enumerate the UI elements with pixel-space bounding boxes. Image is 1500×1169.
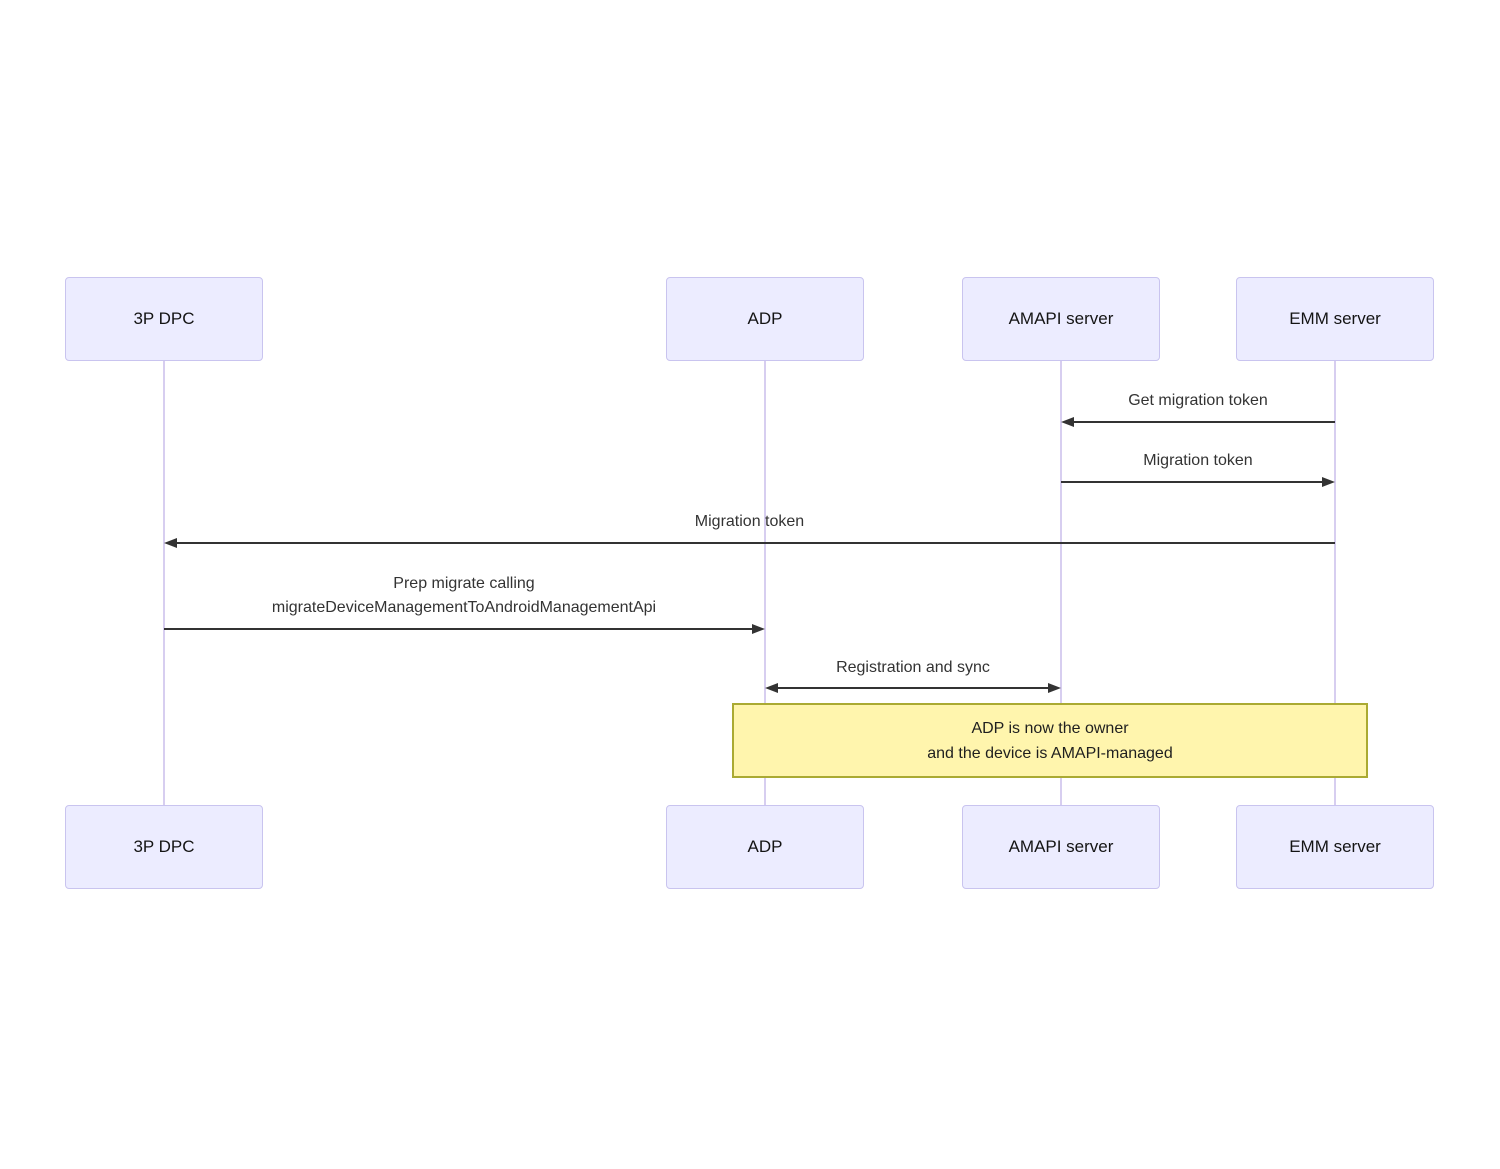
actor-box-amapi-server-top: AMAPI server [962, 277, 1160, 361]
lifeline-adp [764, 361, 766, 805]
arrowhead-left-icon [1061, 417, 1074, 427]
message-line [778, 687, 1048, 689]
message-line [177, 542, 1335, 544]
actor-label: ADP [747, 837, 783, 856]
message-line [1073, 421, 1335, 423]
actor-box-adp-bottom: ADP [666, 805, 864, 889]
message-label-line-1: Prep migrate calling [393, 575, 535, 592]
note-line-1: ADP is now the owner [971, 719, 1129, 737]
message-line [164, 628, 752, 630]
actor-label: 3P DPC [133, 837, 195, 856]
message-line [1061, 481, 1323, 483]
actor-label: EMM server [1289, 837, 1381, 856]
actor-box-adp-top: ADP [666, 277, 864, 361]
lifeline-3p-dpc [163, 361, 165, 805]
actor-label: AMAPI server [1008, 837, 1114, 856]
message-label: Registration and sync [836, 659, 990, 676]
actor-label: AMAPI server [1008, 309, 1114, 328]
actor-box-3p-dpc-top: 3P DPC [65, 277, 263, 361]
actor-box-emm-server-bottom: EMM server [1236, 805, 1434, 889]
arrowhead-right-icon [1322, 477, 1335, 487]
arrowhead-left-icon [765, 683, 778, 693]
note-line-2: and the device is AMAPI-managed [927, 744, 1173, 762]
message-label: Migration token [1143, 452, 1253, 469]
actor-label: 3P DPC [133, 309, 195, 328]
arrowhead-left-icon [164, 538, 177, 548]
message-label: Migration token [694, 513, 805, 530]
note-box: ADP is now the owner and the device is A… [732, 703, 1368, 778]
lifeline-emm-server [1334, 361, 1336, 805]
message-label: Prep migrate calling migrateDeviceManage… [64, 572, 864, 620]
actor-label: ADP [747, 309, 783, 328]
actor-label: EMM server [1289, 309, 1381, 328]
lifeline-amapi-server [1060, 361, 1062, 805]
actor-box-emm-server-top: EMM server [1236, 277, 1434, 361]
message-label: Get migration token [1128, 392, 1268, 409]
arrowhead-right-icon [752, 624, 765, 634]
arrowhead-right-icon [1048, 683, 1061, 693]
actor-box-amapi-server-bottom: AMAPI server [962, 805, 1160, 889]
message-label-line-2: migrateDeviceManagementToAndroidManageme… [271, 599, 657, 616]
actor-box-3p-dpc-bottom: 3P DPC [65, 805, 263, 889]
